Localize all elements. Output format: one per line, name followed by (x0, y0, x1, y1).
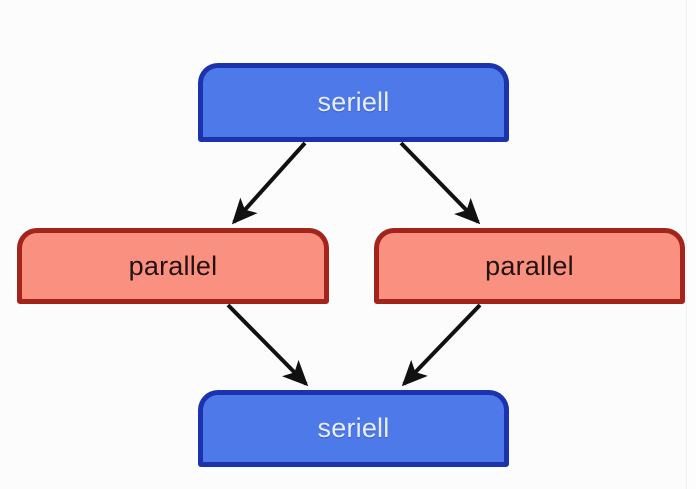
node-bottom-serial-label: seriell (317, 413, 390, 443)
arrow-right-parallel-to-bottom (401, 303, 482, 387)
right-edge-band (687, 0, 696, 489)
node-top-serial[interactable]: seriell (198, 63, 509, 142)
node-right-parallel-label: parallel (485, 250, 574, 281)
arrow-top-to-left-parallel (231, 141, 307, 225)
node-bottom-serial[interactable]: seriell (198, 390, 509, 467)
node-top-serial-label: seriell (317, 87, 390, 117)
right-edge-seam (686, 0, 687, 489)
node-right-parallel[interactable]: parallel (374, 228, 685, 304)
arrow-left-parallel-to-bottom (226, 303, 309, 387)
arrow-top-to-right-parallel (399, 141, 481, 225)
node-left-parallel-label: parallel (128, 250, 218, 281)
node-left-parallel[interactable]: parallel (17, 228, 329, 304)
